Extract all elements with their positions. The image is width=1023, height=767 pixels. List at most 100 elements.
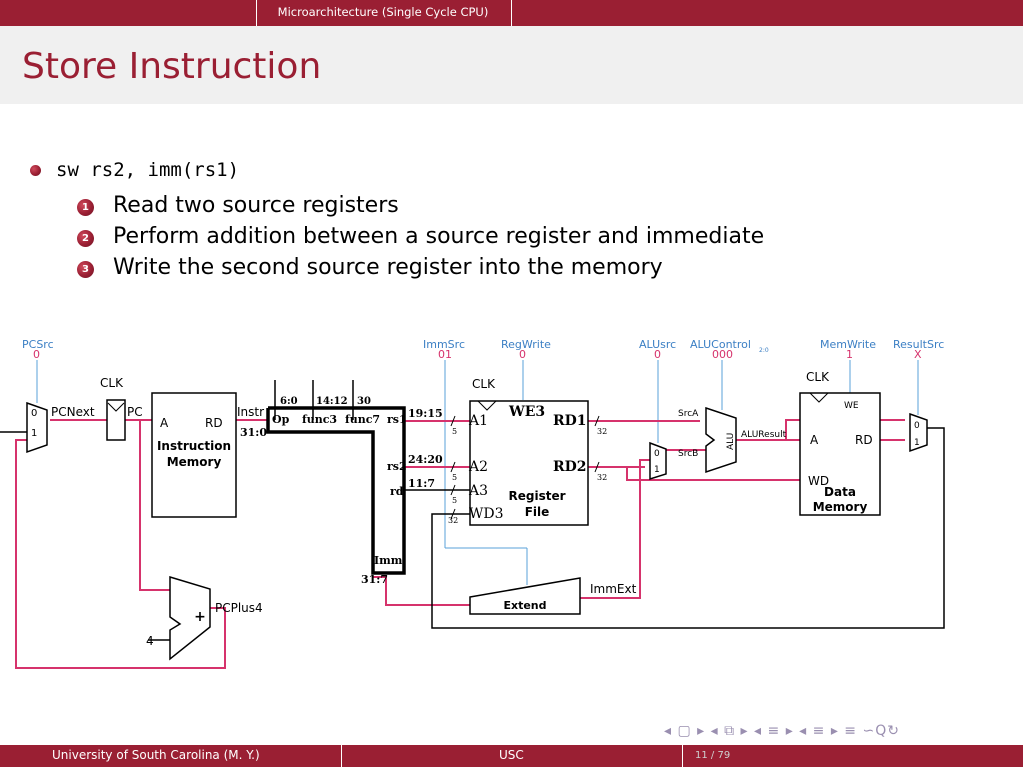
resultsrc-mux-1: 1 [914,438,920,448]
pcsrc-mux [26,401,48,454]
dmem-label-1: Data [824,485,856,499]
pc-label: PC [127,405,143,419]
op-label: Op [272,413,290,426]
a2-label: A2 [468,459,488,475]
func7-label: func7 [345,413,380,426]
width-32-rd1: 32 [597,427,607,436]
regwrite-label: RegWrite [501,338,551,351]
width-5-a3: 5 [452,496,457,505]
regfile-clk-label: CLK [472,377,496,391]
imem-rd-label: RD [205,416,223,430]
regfile-label-2: File [525,505,550,519]
extend-unit [469,577,581,615]
step-number-2: 2 [77,230,94,247]
bullet-icon [30,165,41,176]
srcb-label: SrcB [678,449,698,459]
datamem-clock-icon [809,392,829,403]
instr-label: Instr [237,405,264,419]
rd-field-label: rd [390,485,404,498]
footer-page-number: 11 / 79 [695,750,731,761]
imm-label: Imm [374,554,403,567]
pcsrc-mux-1: 1 [31,428,37,439]
datapath-diagram: PCSrc 0 ImmSrc 01 RegWrite 0 ALUsrc 0 AL… [0,338,945,669]
pc-register [106,399,126,441]
alusrc-value: 0 [654,348,661,361]
pc-clock-icon [107,402,125,412]
instruction-memory [151,392,237,518]
resultsrc-mux [909,412,928,453]
wd3-label: WD3 [469,506,504,522]
step-text-3: Write the second source register into th… [113,255,663,280]
bits-14-12-label: 14:12 [316,396,348,407]
adder-plus-label: + [194,609,206,625]
alusrc-mux-0: 0 [654,449,660,459]
bits-30-label: 30 [357,396,371,407]
alu [705,406,737,474]
imem-label-1: Instruction [157,439,231,453]
datamem-clk-label: CLK [806,370,830,384]
resultsrc-mux-0: 0 [914,421,920,431]
regfile-label-1: Register [508,489,565,503]
footer-institution: University of South Carolina (M. Y.) [52,748,260,762]
alusrc-mux [649,441,667,481]
srca-label: SrcA [678,409,699,419]
bits-6-0-label: 6:0 [280,396,298,407]
immext-wire [580,459,650,599]
bits-19-15-label: 19:15 [408,407,443,420]
alusrc-label: ALUsrc [639,338,676,351]
pcsrc-mux-0: 0 [31,408,37,419]
rd1-label: RD1 [553,413,587,429]
width-32-rd2: 32 [597,473,607,482]
imem-a-label: A [160,416,169,430]
beamer-navigation[interactable]: ◂ ▢ ▸ ◂ ⧉ ▸ ◂ ≡ ▸ ◂ ≡ ▸ ≡ ∽Q↻ [664,723,900,739]
pc-clk-label: CLK [100,376,124,390]
memwrite-value: 1 [846,348,853,361]
dmem-wd-label: WD [808,474,829,488]
four-label: 4 [146,634,154,648]
footer-bar: University of South Carolina (M. Y.) USC… [0,745,1023,767]
alusrc-mux-1: 1 [654,465,660,475]
width-5-a1: 5 [452,427,457,436]
extend-label: Extend [503,599,546,612]
bits-24-20-label: 24:20 [408,453,443,466]
dmem-rd-label: RD [855,433,873,447]
page-title: Store Instruction [22,46,322,87]
a3-label: A3 [468,483,488,499]
resultsrc-label: ResultSrc [893,338,944,351]
dmem-label-2: Memory [813,500,868,514]
pcsrc-label: PCSrc [22,338,54,351]
data-memory [799,392,881,516]
immsrc-value: 01 [438,348,452,361]
rd2-label: RD2 [553,459,587,475]
pcplus4-wire [15,439,226,669]
pcplus4-label: PCPlus4 [215,601,263,615]
result-feedback-wire [431,427,945,629]
title-bar [0,26,1023,104]
dmem-a-label: A [810,433,819,447]
immext-label: ImmExt [590,582,637,596]
rs2-label: rs2 [387,460,407,473]
width-32-wd3: 32 [448,516,458,525]
resultsrc-value: X [914,348,922,361]
alu-label: ALU [726,433,736,450]
imm-wire [373,576,470,606]
section-title[interactable]: Microarchitecture (Single Cycle CPU) [277,5,489,19]
step-text-1: Read two source registers [113,193,399,218]
bits-31-0-label: 31:0 [240,426,267,439]
step-number-1: 1 [77,199,94,216]
rd2-to-wd-wire [626,467,800,481]
pcsrc-value: 0 [33,348,40,361]
instruction-text: sw rs2, imm(rs1) [56,159,240,181]
section-tab[interactable] [256,0,512,26]
pc-adder [169,575,211,661]
register-file [469,400,589,526]
aluresult-label: ALUResult [741,430,787,440]
step-text-2: Perform addition between a source regist… [113,224,765,249]
memwrite-label: MemWrite [820,338,876,351]
pcnext-label: PCNext [51,405,95,419]
imem-label-2: Memory [167,455,222,469]
width-5-a2: 5 [452,473,457,482]
pc-to-adder-wire [139,420,170,591]
regwrite-value: 0 [519,348,526,361]
func3-label: func3 [302,413,337,426]
